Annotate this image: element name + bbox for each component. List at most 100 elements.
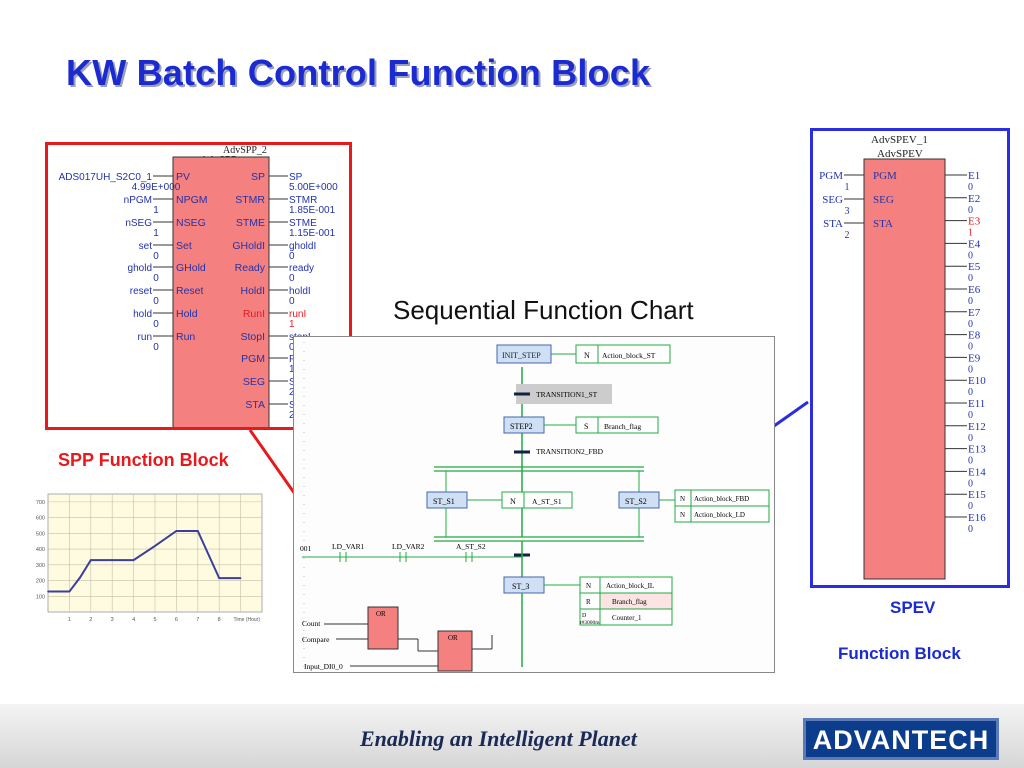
fbd-or-block-2[interactable]	[437, 630, 473, 672]
spev-instance-name: AdvSPEV_1	[871, 134, 928, 146]
spp-caption: SPP Function Block	[58, 450, 229, 470]
spp-in-val-3: 0	[153, 251, 159, 262]
spp-out-pin-0: SP	[251, 171, 265, 183]
spev-wire-2: STA	[823, 218, 843, 230]
spp-wire-3: set	[139, 241, 153, 252]
ld-label-ast: A_ST_S2	[456, 542, 486, 551]
spp-pin-ghold: GHold	[176, 262, 206, 274]
chart-xtick-3: 3	[111, 617, 114, 623]
spev-out-val-3: 0	[968, 250, 973, 261]
chart-ytick-600: 600	[36, 516, 45, 522]
spp-out-val-4: 0	[289, 273, 295, 284]
chart-ytick-500: 500	[36, 531, 45, 537]
step2-label: STEP2	[510, 422, 533, 431]
spp-wire-0: ADS017UH_S2C0_1	[59, 172, 153, 183]
spp-wire-2: nSEG	[125, 218, 152, 229]
chart-ytick-700: 700	[36, 500, 45, 506]
chart-xtick-1: 1	[68, 617, 71, 623]
spp-pin-pv: PV	[176, 171, 190, 183]
spp-in-val-7: 0	[153, 342, 159, 353]
st-3-action1-q: N	[586, 582, 591, 590]
chart-point	[47, 590, 49, 593]
step2-action-name: Branch_flag	[604, 422, 641, 431]
st-s1-action-box[interactable]	[523, 491, 573, 509]
chart-xtick-5: 5	[153, 617, 156, 623]
st-s1-label: ST_S1	[433, 497, 455, 506]
spp-out-pin-4: Ready	[235, 262, 266, 274]
fbd-or-block-1[interactable]	[367, 606, 399, 650]
spp-out-val-5: 0	[289, 296, 295, 307]
spev-out-val-4: 0	[968, 273, 973, 284]
spp-block[interactable]	[172, 156, 270, 427]
spp-pin-run: Run	[176, 331, 195, 343]
spp-out-val-8: 1	[289, 364, 295, 375]
fbd-or-label-2: OR	[448, 634, 458, 642]
spp-in-val-5: 0	[153, 296, 159, 307]
spp-wire-4: ghold	[128, 263, 152, 274]
spp-pin-hold: Hold	[176, 308, 198, 320]
chart-point	[132, 559, 135, 561]
spev-out-val-10: 0	[968, 410, 973, 421]
chart-point	[90, 559, 92, 561]
st-3-action2-name: Branch_flag	[612, 598, 647, 606]
sfc-diagram: INIT_STEP N Action_block_ST TRANSITION1_…	[300, 342, 770, 672]
spp-out-pin-3: GHoldI	[232, 240, 265, 252]
spev-out-e2: E2	[968, 193, 980, 205]
init-step-label: INIT_STEP	[502, 351, 541, 360]
spp-wire-7: run	[138, 332, 152, 343]
init-action-box[interactable]	[597, 344, 671, 364]
spp-in-val-2: 1	[153, 228, 159, 239]
spp-out-wire-1: STMR	[289, 195, 317, 206]
spp-wire-6: hold	[133, 309, 152, 320]
chart-point	[154, 545, 156, 547]
spev-out-e3: E3	[968, 216, 981, 228]
spev-out-val-14: 0	[968, 501, 973, 512]
chart-xtick-2: 2	[89, 617, 92, 623]
spev-out-e1: E1	[968, 170, 980, 182]
advantech-logo: ADVANTECH	[803, 718, 999, 760]
spp-out-val-2: 1.15E-001	[289, 228, 336, 239]
spp-out-wire-6: runI	[289, 309, 306, 320]
spev-out-val-5: 0	[968, 296, 973, 307]
spev-in-val-2: 2	[845, 230, 850, 241]
spev-out-val-13: 0	[968, 478, 973, 489]
st-3-action3-q: D	[582, 613, 587, 619]
st-3-action1-name: Action_block_IL	[606, 582, 654, 590]
spp-in-val-0: 4.99E+000	[132, 182, 181, 193]
spp-out-pin-2: STME	[236, 217, 265, 229]
spp-out-pin-6: RunI	[243, 308, 265, 320]
spp-out-val-6: 1	[289, 319, 295, 330]
chart-xtick-4: 4	[132, 617, 135, 623]
spev-in-val-1: 3	[845, 206, 850, 217]
spp-pin-npgm: NPGM	[176, 194, 208, 206]
st-s2-action2-q: N	[680, 511, 685, 519]
chart-xtick-8: 8	[218, 617, 221, 623]
fbd-input-compare: Compare	[302, 635, 330, 644]
step2-action-box[interactable]	[597, 416, 659, 434]
spev-out-e9: E9	[968, 352, 981, 364]
spp-out-wire-2: STME	[289, 218, 317, 229]
spev-block[interactable]	[863, 158, 946, 580]
st-s1-action-q: N	[510, 497, 516, 506]
spp-out-val-10: 2	[289, 410, 295, 421]
chart-ytick-300: 300	[36, 563, 45, 569]
spev-out-e14: E14	[968, 466, 986, 478]
spev-out-e15: E15	[968, 489, 986, 501]
chart-point	[197, 530, 199, 532]
spp-out-wire-4: ready	[289, 263, 314, 274]
ld-label-var2: LD_VAR2	[392, 542, 425, 551]
spev-out-val-11: 0	[968, 433, 973, 444]
spp-diagram: AdvSPP_2 AdvSPP PVADS017UH_S2C0_14.99E+0…	[59, 145, 338, 427]
spp-in-val-4: 0	[153, 273, 159, 284]
st-s2-action2-box[interactable]	[690, 505, 770, 523]
slide-title: KW Batch Control Function Block	[66, 52, 651, 93]
st-3-action3-box[interactable]	[599, 608, 673, 626]
spev-pin-sta: STA	[873, 218, 893, 230]
fbd-input-count: Count	[302, 619, 321, 628]
chart-xtick-6: 6	[175, 617, 178, 623]
st-3-label: ST_3	[512, 582, 529, 591]
spev-out-val-9: 0	[968, 387, 973, 398]
st-s2-action1-q: N	[680, 495, 685, 503]
spev-out-val-8: 0	[968, 364, 973, 375]
